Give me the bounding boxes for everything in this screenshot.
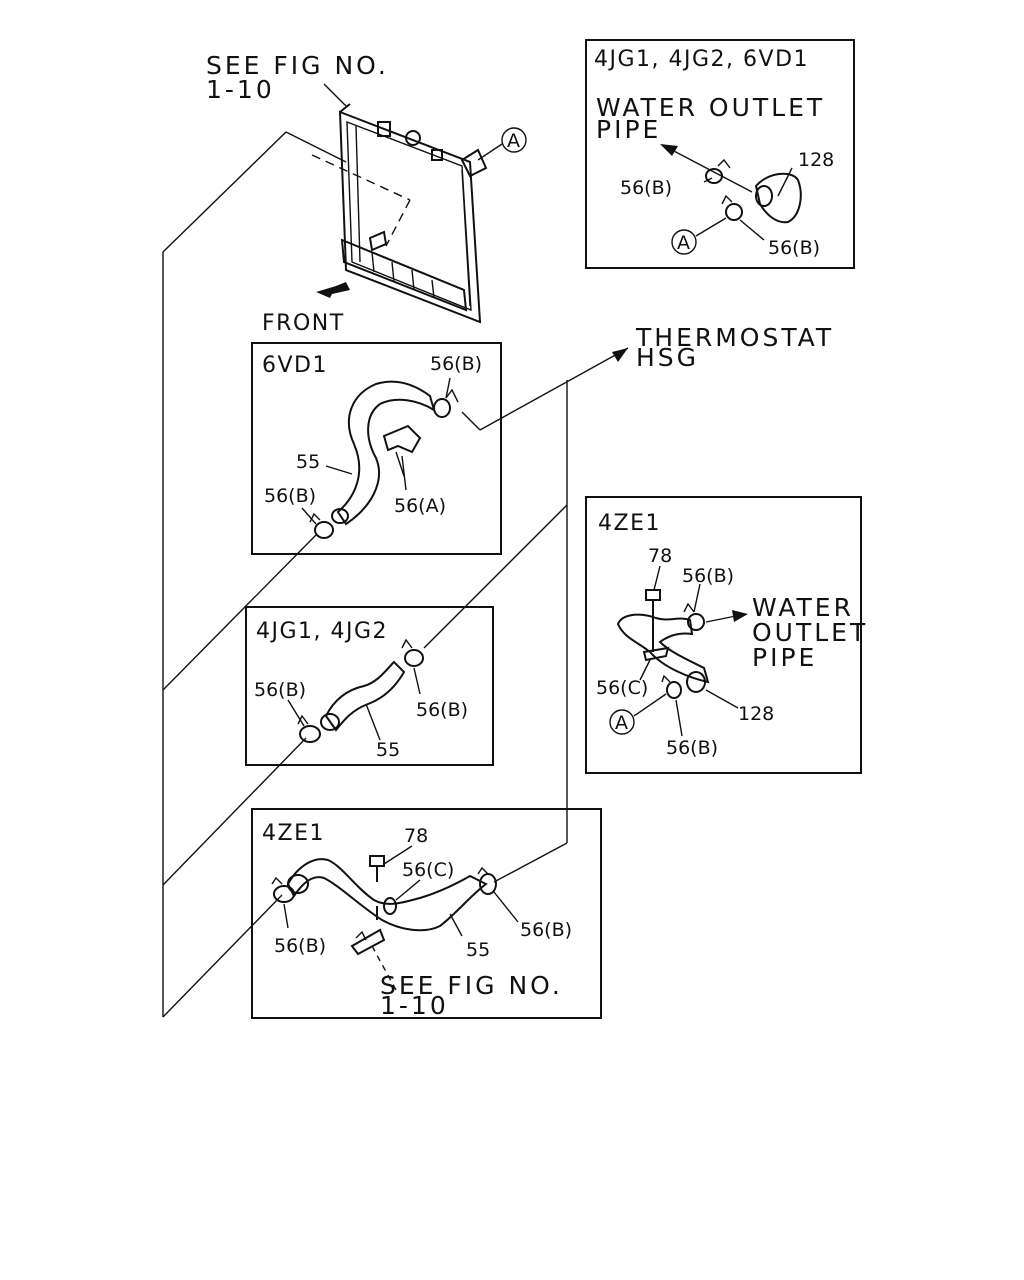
panel-6vd1-title: 6VD1 [262, 353, 328, 378]
part-56b: 56(B) [274, 935, 326, 957]
panel-4ze1-right-title: 4ZE1 [598, 511, 661, 536]
part-128: 128 [798, 149, 834, 171]
part-56b: 56(B) [254, 679, 306, 701]
radiator [311, 103, 488, 324]
panel-4ze1-bottom-note-line1: SEE FIG NO. [380, 971, 563, 1000]
part-56b: 56(B) [520, 919, 572, 941]
callout-a: A [615, 712, 628, 734]
part-55: 55 [376, 739, 400, 761]
part-78: 78 [648, 545, 672, 567]
panel-6vd1: 6VD1 56(B) 55 56(B) 56(A) [251, 342, 502, 555]
thermostat-arrow-icon [612, 348, 628, 362]
part-56b: 56(B) [264, 485, 316, 507]
front-arrow-icon [316, 282, 350, 298]
panel-top-right-outlet-line2: PIPE [596, 115, 661, 144]
callout-a-radiator: A [477, 127, 527, 161]
part-56c: 56(C) [596, 677, 648, 699]
part-55: 55 [466, 939, 490, 961]
panel-4ze1-right-outlet-line1: WATER [752, 593, 854, 622]
part-55: 55 [296, 451, 320, 473]
part-56b: 56(B) [430, 353, 482, 375]
part-78: 78 [404, 825, 428, 847]
panel-4ze1-bottom-title: 4ZE1 [262, 821, 325, 846]
part-56b: 56(B) [682, 565, 734, 587]
svg-text:A: A [507, 130, 520, 152]
thermostat-label-line1: THERMOSTAT [635, 323, 834, 352]
front-label: FRONT [262, 311, 345, 336]
callout-a: A [677, 232, 690, 254]
panel-top-right: 4JG1, 4JG2, 6VD1 WATER OUTLET PIPE 128 5… [585, 39, 855, 269]
panel-4ze1-right-outlet-line2: OUTLET [752, 618, 868, 647]
part-56b: 56(B) [666, 737, 718, 759]
panel-top-right-title: 4JG1, 4JG2, 6VD1 [594, 47, 809, 72]
panel-4ze1-bottom: 4ZE1 78 56(C) 56(B) 56(B) 55 SEE FIG NO.… [251, 808, 602, 1020]
part-128: 128 [738, 703, 774, 725]
radiator-note-line2: 1-10 [206, 75, 275, 104]
part-56b: 56(B) [416, 699, 468, 721]
part-56b: 56(B) [620, 177, 672, 199]
panel-top-right-outlet-line1: WATER OUTLET [596, 93, 825, 122]
panel-4ze1-right-outlet-line3: PIPE [752, 643, 817, 672]
connection-lines [162, 131, 629, 1018]
radiator-note-line1: SEE FIG NO. [206, 51, 389, 80]
part-56a: 56(A) [394, 495, 446, 517]
panel-4ze1-bottom-note-line2: 1-10 [380, 991, 449, 1020]
part-56b: 56(B) [768, 237, 820, 259]
panel-4ze1-right: 4ZE1 WATER OUTLET PIPE 78 56(B) 56(C) 12… [585, 496, 868, 774]
thermostat-label-line2: HSG [636, 343, 699, 372]
part-56c: 56(C) [402, 859, 454, 881]
panel-4jg: 4JG1, 4JG2 56(B) 56(B) 55 [245, 606, 494, 766]
panel-4jg-title: 4JG1, 4JG2 [256, 619, 388, 644]
